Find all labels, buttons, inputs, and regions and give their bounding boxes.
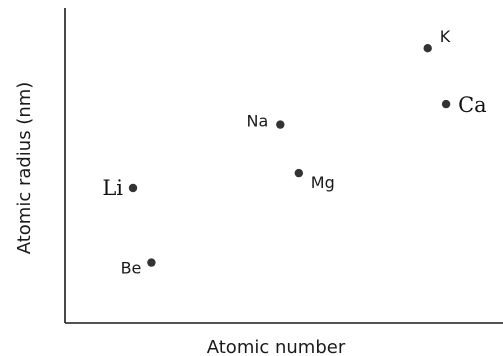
- data-label-li: Li: [102, 176, 123, 200]
- x-axis-label: Atomic number: [207, 337, 346, 356]
- data-point-na: [276, 120, 285, 129]
- data-label-be: Be: [121, 259, 142, 278]
- y-axis-label: Atomic radius (nm): [14, 82, 35, 255]
- data-point-li: [128, 183, 138, 193]
- data-label-na: Na: [247, 112, 269, 131]
- data-point-k: [423, 44, 432, 53]
- data-point-mg: [294, 168, 303, 178]
- data-label-k: K: [440, 27, 451, 46]
- data-point-be: [147, 258, 156, 267]
- data-label-mg: Mg: [311, 173, 335, 192]
- data-point-ca: [441, 99, 451, 109]
- data-label-ca: Ca: [458, 93, 487, 117]
